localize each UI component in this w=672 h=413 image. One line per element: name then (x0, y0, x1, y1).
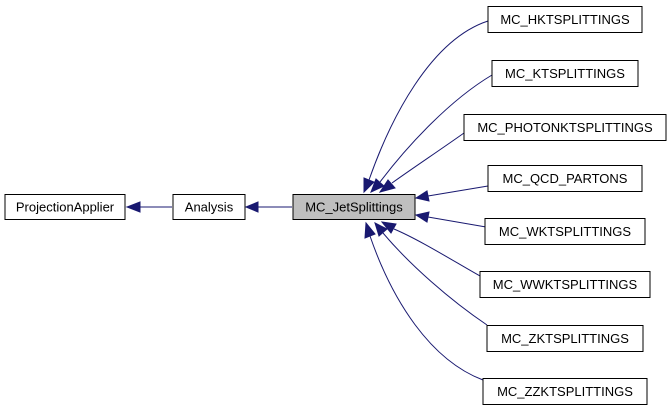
node-mc-wwktsplittings[interactable]: MC_WWKTSPLITTINGS (479, 271, 651, 298)
arrowhead-from-mc-hktsplittings (363, 177, 375, 194)
edge-mc-zktsplittings-to-mc-jetsplittings (382, 232, 488, 326)
node-box (172, 194, 246, 220)
node-box (487, 6, 643, 33)
node-box (491, 60, 639, 87)
node-mc-hktsplittings[interactable]: MC_HKTSPLITTINGS (487, 6, 643, 33)
arrowhead-from-mc-wwktsplittings (380, 221, 397, 234)
node-box (463, 114, 667, 141)
node-label: ProjectionApplier (16, 200, 115, 215)
nodes: ProjectionApplier Analysis MC_JetSplitti… (4, 6, 667, 405)
node-mc-qcd-partons[interactable]: MC_QCD_PARTONS (487, 165, 643, 192)
edge-mc-zzktsplittings-to-mc-jetsplittings (369, 235, 484, 381)
node-label: Analysis (185, 200, 234, 215)
arrowhead-from-mc-zzktsplittings (364, 221, 376, 239)
node-label: MC_WKTSPLITTINGS (499, 224, 632, 239)
node-label: MC_ZKTSPLITTINGS (501, 331, 629, 346)
arrowhead-from-mc-qcd-partons (414, 190, 430, 202)
node-label: MC_PHOTONKTSPLITTINGS (477, 120, 653, 135)
node-projection-applier[interactable]: ProjectionApplier (4, 194, 126, 220)
edges (125, 20, 493, 381)
arrowhead-from-mc-zktsplittings (374, 222, 388, 237)
node-box (482, 378, 648, 405)
node-label: MC_JetSplittings (305, 200, 403, 215)
edge-mc-hktsplittings-to-mc-jetsplittings (368, 20, 489, 181)
node-mc-wktsplittings[interactable]: MC_WKTSPLITTINGS (484, 218, 646, 245)
node-mc-zktsplittings[interactable]: MC_ZKTSPLITTINGS (486, 325, 644, 352)
node-box (479, 271, 651, 298)
node-label: MC_ZZKTSPLITTINGS (497, 384, 633, 399)
edge-mc-photonktsplittings-to-mc-jetsplittings (391, 132, 465, 184)
node-box (487, 165, 643, 192)
edge-mc-qcd-partons-to-mc-jetsplittings (427, 185, 489, 197)
node-mc-ktsplittings[interactable]: MC_KTSPLITTINGS (491, 60, 639, 87)
node-label: MC_QCD_PARTONS (503, 171, 628, 186)
edge-mc-ktsplittings-to-mc-jetsplittings (379, 74, 493, 183)
edge-mc-wwktsplittings-to-mc-jetsplittings (393, 228, 481, 277)
arrowhead-projection-applier (125, 201, 141, 213)
node-mc-jetsplittings[interactable]: MC_JetSplittings (292, 194, 416, 220)
node-label: MC_KTSPLITTINGS (505, 66, 625, 81)
arrowhead-from-mc-wktsplittings (414, 211, 430, 223)
node-label: MC_HKTSPLITTINGS (500, 12, 630, 27)
node-box (292, 194, 416, 220)
node-label: MC_WWKTSPLITTINGS (493, 277, 638, 292)
arrowhead-from-mc-ktsplittings (370, 178, 385, 193)
arrowhead-analysis (244, 201, 259, 213)
arrowhead-from-mc-photonktsplittings (378, 179, 396, 193)
node-box (486, 325, 644, 352)
node-mc-zzktsplittings[interactable]: MC_ZZKTSPLITTINGS (482, 378, 648, 405)
node-box (4, 194, 126, 220)
node-box (484, 218, 646, 245)
edge-mc-wktsplittings-to-mc-jetsplittings (427, 216, 487, 228)
node-analysis[interactable]: Analysis (172, 194, 246, 220)
node-mc-photonktsplittings[interactable]: MC_PHOTONKTSPLITTINGS (463, 114, 667, 141)
